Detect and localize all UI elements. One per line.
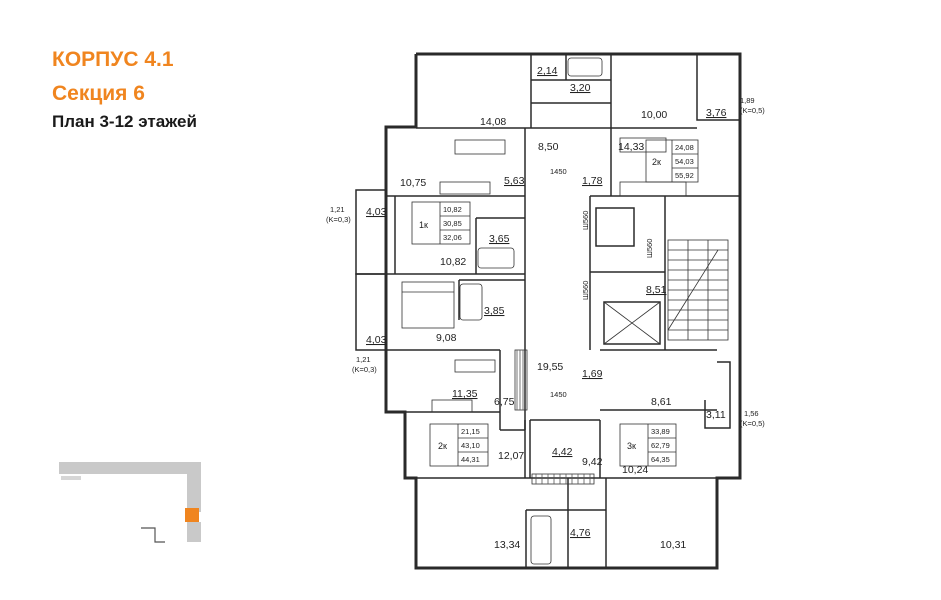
room-area: 11,35 <box>452 388 478 400</box>
apartment-4-info-box <box>619 423 677 467</box>
apartment-type: 2к <box>438 441 447 451</box>
balcony-left-upper <box>355 189 386 275</box>
balcony-right-lower <box>704 361 731 429</box>
room-area: 3,11 <box>706 409 726 421</box>
room-area: 4,03 <box>366 334 387 346</box>
apartment-total-with-balcony: 32,06 <box>443 233 462 242</box>
apartment-3-info-box <box>429 423 489 467</box>
balcony-area: 1,21 <box>356 355 371 364</box>
balcony-left-lower <box>355 273 386 351</box>
apartment-living-area: 21,15 <box>461 427 480 436</box>
key-plan-building <box>59 462 201 543</box>
balcony-coef: (K=0,3) <box>352 365 377 374</box>
room-area: 12,07 <box>498 450 524 462</box>
room-area: 2,14 <box>537 65 558 77</box>
room-area: 1,78 <box>582 175 603 187</box>
interior-walls <box>386 54 740 568</box>
room-area: 6,75 <box>494 396 515 408</box>
room-area: 14,33 <box>618 141 644 153</box>
key-plan-thumbnail <box>59 462 201 543</box>
balcony-coef: (K=0,3) <box>326 215 351 224</box>
exterior-walls <box>384 52 742 570</box>
apartment-type: 2к <box>652 157 661 167</box>
room-area: 4,42 <box>552 446 573 458</box>
elevator-shaft-lower <box>603 301 661 345</box>
apartment-type: 3к <box>627 441 636 451</box>
room-area: 8,51 <box>646 284 667 296</box>
apartment-total-area: 54,03 <box>675 157 694 166</box>
room-area: 10,82 <box>440 256 466 268</box>
room-area: 9,08 <box>436 332 457 344</box>
building-title: КОРПУС 4.1 <box>52 48 174 71</box>
room-area: 3,65 <box>489 233 510 245</box>
kitchen-counter-icon <box>431 137 687 413</box>
apartment-total-with-balcony: 64,35 <box>651 455 670 464</box>
room-area: 8,50 <box>538 141 559 153</box>
room-area: 5,63 <box>504 175 525 187</box>
apartment-total-with-balcony: 44,31 <box>461 455 480 464</box>
apartment-total-area: 43,10 <box>461 441 480 450</box>
room-area: 4,76 <box>570 527 591 539</box>
shaft-label: Ш560 <box>581 281 590 300</box>
ventilation-ducts <box>514 349 595 485</box>
balcony-coef: (K=0,5) <box>740 419 765 428</box>
room-area: 10,24 <box>622 464 648 476</box>
key-plan-highlight <box>185 508 199 522</box>
room-area: 10,31 <box>660 539 686 551</box>
plan-subtitle: План 3-12 этажей <box>52 112 197 131</box>
room-area: 1,69 <box>582 368 603 380</box>
room-area: 10,00 <box>641 109 667 121</box>
apartment-living-area: 10,82 <box>443 205 462 214</box>
balcony-area: 1,89 <box>740 96 755 105</box>
room-area: 10,75 <box>400 177 426 189</box>
room-area: 19,55 <box>537 361 563 373</box>
shaft-label: Ш560 <box>581 211 590 230</box>
bed-icon <box>401 281 455 329</box>
room-area: 14,08 <box>480 116 506 128</box>
shaft-label: Ш560 <box>645 239 654 258</box>
apartment-total-area: 30,85 <box>443 219 462 228</box>
door-width-label: 1450 <box>550 390 567 399</box>
room-area: 4,03 <box>366 206 387 218</box>
section-title: Секция 6 <box>52 82 145 105</box>
apartment-2-info-box <box>645 139 699 183</box>
apartment-total-area: 62,79 <box>651 441 670 450</box>
bathtub-icon <box>459 57 603 565</box>
door-width-label: 1450 <box>550 167 567 176</box>
room-area: 9,42 <box>582 456 603 468</box>
apartment-type: 1к <box>419 220 428 230</box>
apartment-total-with-balcony: 55,92 <box>675 171 694 180</box>
staircase <box>667 239 729 341</box>
room-area: 3,20 <box>570 82 591 94</box>
room-area: 3,85 <box>484 305 505 317</box>
balcony-top-right <box>696 54 740 121</box>
apartment-living-area: 24,08 <box>675 143 694 152</box>
apartment-living-area: 33,89 <box>651 427 670 436</box>
room-area: 13,34 <box>494 539 520 551</box>
room-area: 8,61 <box>651 396 672 408</box>
balcony-area: 1,56 <box>744 409 759 418</box>
room-area: 3,76 <box>706 107 727 119</box>
balcony-coef: (K=0,5) <box>740 106 765 115</box>
apartment-1-info-box <box>411 201 471 245</box>
balcony-area: 1,21 <box>330 205 345 214</box>
elevator-shaft-upper <box>595 207 635 247</box>
